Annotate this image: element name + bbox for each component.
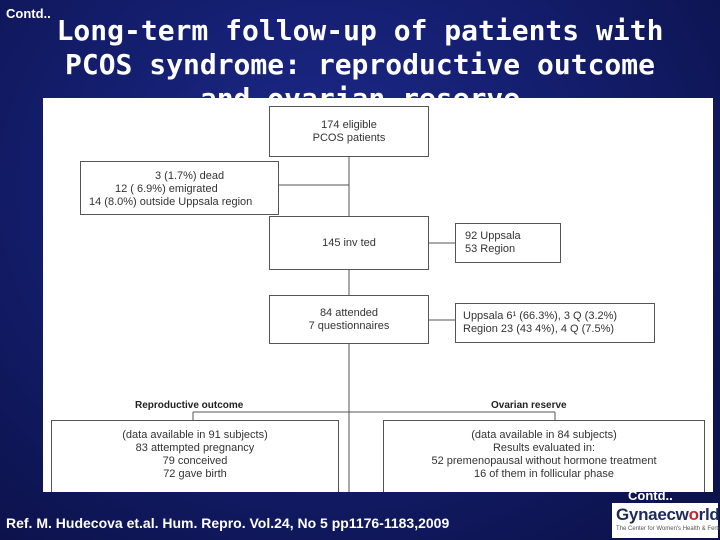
excluded-line-2: 12 ( 6.9%) emigrated — [115, 183, 218, 195]
ovarian-line-3: 52 premenopausal without hormone treatme… — [431, 455, 657, 467]
title-line-2: PCOS syndrome: reproductive outcome — [64, 48, 655, 81]
attended-line-2: 7 questionnaires — [308, 320, 390, 332]
contd-label-top: Contd.. — [6, 6, 51, 21]
excluded-line-3: 14 (8.0%) outside Uppsala region — [89, 196, 253, 208]
logo-tagline: The Center for Women's Health & Fertilit… — [616, 526, 720, 532]
logo-globe-o: o — [688, 505, 699, 524]
reference-citation: Ref. M. Hudecova et.al. Hum. Repro. Vol.… — [6, 515, 450, 531]
attended-box: 84 attended 7 questionnaires — [269, 295, 429, 344]
excluded-patients-box: 3 (1.7%) dead 12 ( 6.9%) emigrated 14 (8… — [80, 161, 279, 215]
contd-label-bottom: Contd.. — [628, 488, 673, 503]
reproductive-line-1: (data available in 91 subjects) — [122, 429, 268, 441]
reproductive-line-2: 83 attempted pregnancy — [135, 442, 255, 454]
excluded-line-1: 3 (1.7%) dead — [155, 170, 225, 182]
logo-wordmark: Gynaecworld — [616, 505, 720, 525]
flowchart-connectors — [192, 157, 556, 492]
reproductive-line-4: 72 gave birth — [163, 468, 227, 480]
attended-split-line-1: Uppsala 6¹ (66.3%), 3 Q (3.2%) — [463, 310, 618, 322]
invited-split-line-1: 92 Uppsala — [465, 230, 521, 242]
eligible-patients-box: 174 eligible PCOS patients — [269, 106, 429, 157]
invited-split-line-2: 53 Region — [465, 243, 516, 255]
ovarian-line-2: Results evaluated in: — [492, 442, 596, 454]
ovarian-line-1: (data available in 84 subjects) — [471, 429, 617, 441]
reproductive-outcome-heading: Reproductive outcome — [135, 400, 244, 411]
eligible-line-1: 174 eligible — [321, 119, 377, 131]
logo-word-b: rld — [698, 505, 720, 524]
attended-split-line-2: Region 23 (43 4%), 4 Q (7.5%) — [463, 323, 615, 335]
title-line-1: Long-term follow-up of patients with — [56, 14, 664, 47]
eligible-line-2: PCOS patients — [312, 132, 386, 144]
flowchart-figure: 174 eligible PCOS patients 3 (1.7%) dead… — [43, 98, 713, 492]
invited-split-box: 92 Uppsala 53 Region — [455, 223, 561, 263]
ovarian-reserve-box: (data available in 84 subjects) Results … — [383, 420, 705, 492]
logo-word-a: Gynaecw — [616, 505, 689, 524]
attended-split-box: Uppsala 6¹ (66.3%), 3 Q (3.2%) Region 23… — [455, 303, 655, 343]
attended-line-1: 84 attended — [319, 307, 379, 319]
gynaecworld-logo: Gynaecworld The Center for Women's Healt… — [612, 503, 720, 538]
slide-title: Long-term follow-up of patients with PCO… — [0, 14, 720, 106]
ovarian-reserve-heading: Ovarian reserve — [491, 400, 567, 411]
invited-label: 145 inv ted — [322, 237, 376, 249]
invited-box: 145 inv ted — [269, 216, 429, 270]
ovarian-line-4: 16 of them in follicular phase — [473, 468, 615, 480]
reproductive-outcome-box: (data available in 91 subjects) 83 attem… — [51, 420, 339, 492]
reproductive-line-3: 79 conceived — [162, 455, 228, 467]
